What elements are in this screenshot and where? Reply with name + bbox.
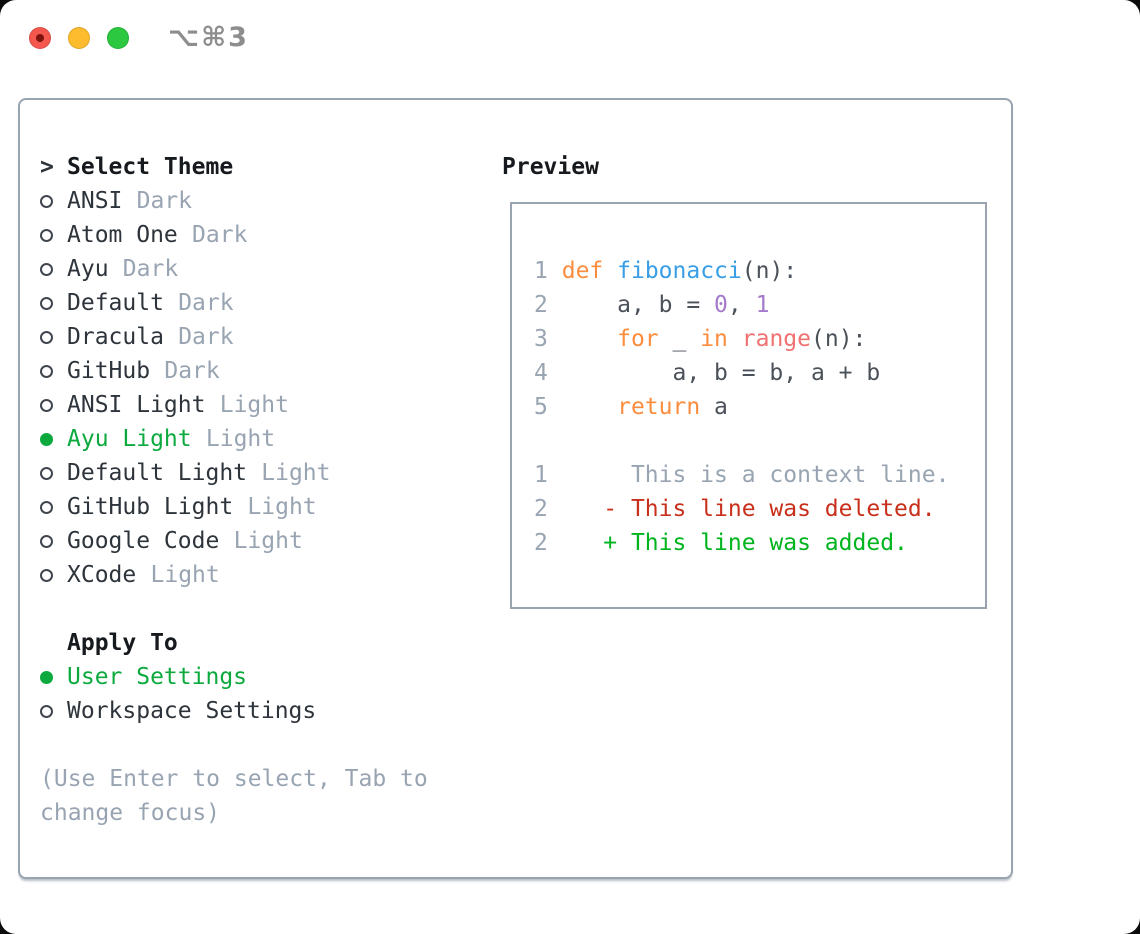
- theme-option-xcode[interactable]: XCode Light: [40, 558, 428, 592]
- code-blank-line: [534, 424, 949, 458]
- code-line-1: 1 def fibonacci(n):: [534, 258, 798, 284]
- window-shortcut-label: ⌥⌘3: [168, 22, 249, 53]
- radio-icon: [40, 568, 53, 582]
- code-line-3: 3 for _ in range(n):: [534, 326, 867, 352]
- preview-title: Preview: [502, 154, 599, 180]
- theme-list-header: > Select Theme: [40, 150, 428, 184]
- radio-icon: [40, 466, 53, 480]
- radio-icon: [40, 398, 53, 412]
- preview-pane: 1 def fibonacci(n): 2 a, b = 0, 1 3 for …: [510, 202, 987, 609]
- theme-option-default-light[interactable]: Default Light Light: [40, 456, 428, 490]
- zoom-button-icon[interactable]: [107, 27, 129, 49]
- radio-icon: [40, 194, 53, 208]
- code-line-2: 2 a, b = 0, 1: [534, 292, 770, 318]
- radio-icon: [40, 534, 53, 548]
- theme-option-default-dark[interactable]: Default Dark: [40, 286, 428, 320]
- hint-line-2: change focus): [40, 800, 221, 826]
- close-unsaved-dot-icon: [36, 34, 44, 42]
- apply-to-title: Apply To: [67, 630, 178, 656]
- radio-icon: [40, 704, 53, 718]
- code-preview: 1 def fibonacci(n): 2 a, b = 0, 1 3 for …: [534, 254, 949, 560]
- minimize-button-icon[interactable]: [68, 27, 90, 49]
- hint-line-1: (Use Enter to select, Tab to: [40, 766, 428, 792]
- theme-list: > Select Theme ANSI Dark Atom One Dark A…: [40, 150, 428, 830]
- apply-option-user-settings[interactable]: User Settings: [40, 660, 428, 694]
- close-button-icon[interactable]: [29, 27, 51, 49]
- apply-to-header: Apply To: [40, 626, 428, 660]
- apply-option-workspace-settings[interactable]: Workspace Settings: [40, 694, 428, 728]
- radio-icon: [40, 296, 53, 310]
- radio-selected-icon: [40, 432, 53, 446]
- radio-icon: [40, 228, 53, 242]
- theme-option-atom-one-dark[interactable]: Atom One Dark: [40, 218, 428, 252]
- theme-option-ayu-dark[interactable]: Ayu Dark: [40, 252, 428, 286]
- theme-option-ayu-light-selected[interactable]: Ayu Light Light: [40, 422, 428, 456]
- theme-option-dracula-dark[interactable]: Dracula Dark: [40, 320, 428, 354]
- diff-deleted-line: 2 - This line was deleted.: [534, 496, 936, 522]
- radio-icon: [40, 364, 53, 378]
- code-line-5: 5 return a: [534, 394, 728, 420]
- theme-option-ansi-light[interactable]: ANSI Light Light: [40, 388, 428, 422]
- radio-icon: [40, 330, 53, 344]
- radio-icon: [40, 500, 53, 514]
- theme-option-github-light[interactable]: GitHub Light Light: [40, 490, 428, 524]
- diff-added-line: 2 + This line was added.: [534, 530, 908, 556]
- prompt-icon: >: [40, 154, 54, 180]
- theme-option-ansi-dark[interactable]: ANSI Dark: [40, 184, 428, 218]
- radio-selected-icon: [40, 670, 53, 684]
- title-bar: ⌥⌘3: [0, 0, 1140, 76]
- theme-option-github-dark[interactable]: GitHub Dark: [40, 354, 428, 388]
- radio-icon: [40, 262, 53, 276]
- diff-context-line: 1 This is a context line.: [534, 462, 950, 488]
- theme-list-title: Select Theme: [67, 154, 234, 180]
- theme-picker-panel: > Select Theme ANSI Dark Atom One Dark A…: [18, 98, 1013, 879]
- code-line-4: 4 a, b = b, a + b: [534, 360, 881, 386]
- theme-option-google-code[interactable]: Google Code Light: [40, 524, 428, 558]
